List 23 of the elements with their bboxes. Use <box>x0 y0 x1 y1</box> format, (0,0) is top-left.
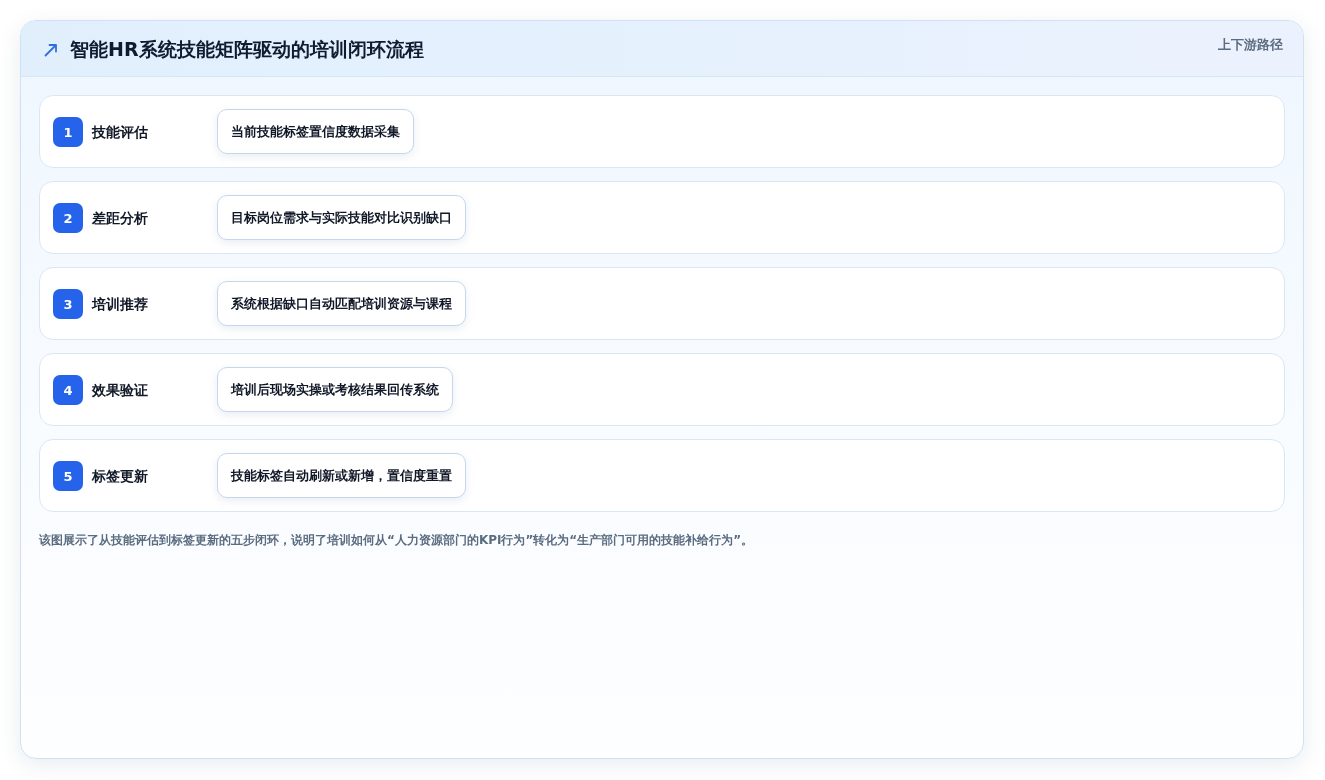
step-number-badge: 1 <box>53 117 83 147</box>
step-row <box>39 267 1285 340</box>
step-row <box>39 95 1285 168</box>
step-row <box>39 353 1285 426</box>
step-row <box>39 439 1285 512</box>
step-label: 培训推荐 <box>92 295 148 314</box>
step-row <box>39 181 1285 254</box>
step-label: 技能评估 <box>92 123 148 142</box>
step-number-badge: 4 <box>53 375 83 405</box>
header-label: 上下游路径 <box>1218 36 1283 54</box>
step-number-badge: 3 <box>53 289 83 319</box>
step-number-badge: 2 <box>53 203 83 233</box>
description-box: 当前技能标签置信度数据采集 <box>217 109 414 154</box>
description-box: 目标岗位需求与实际技能对比识别缺口 <box>217 195 466 240</box>
step-number-badge: 5 <box>53 461 83 491</box>
description-box: 技能标签自动刷新或新增，置信度重置 <box>217 453 466 498</box>
description-box: 培训后现场实操或考核结果回传系统 <box>217 367 453 412</box>
step-label: 差距分析 <box>92 209 148 228</box>
diagram-title: 智能HR系统技能矩阵驱动的培训闭环流程 <box>70 37 424 61</box>
step-label: 标签更新 <box>92 467 148 486</box>
caption: 该图展示了从技能评估到标签更新的五步闭环，说明了培训如何从“人力资源部门的KPI行为”转化为“生产部门可用的技能补给行为”。 <box>39 532 754 549</box>
description-box: 系统根据缺口自动匹配培训资源与课程 <box>217 281 466 326</box>
step-label: 效果验证 <box>92 381 148 400</box>
